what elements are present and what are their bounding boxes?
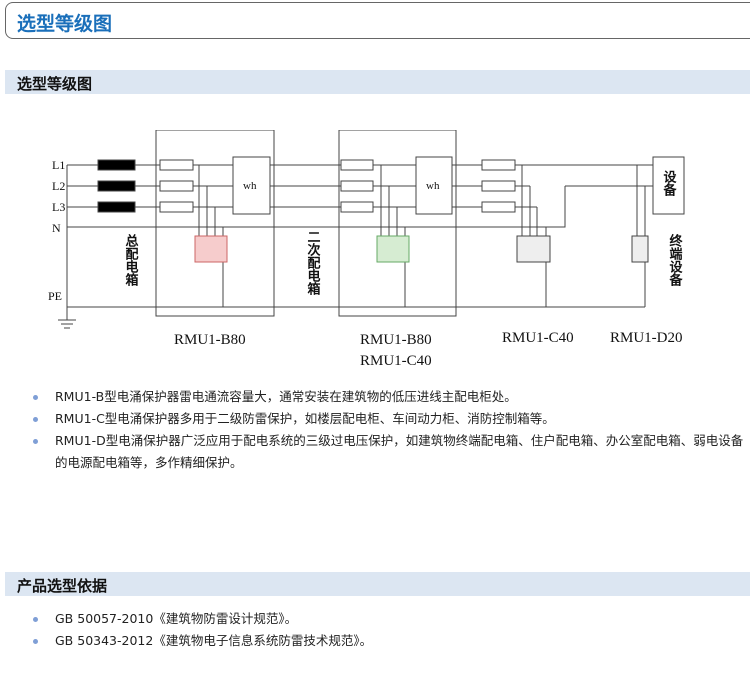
- line-label-n: N: [52, 221, 61, 235]
- page-title: 选型等级图: [17, 13, 113, 35]
- reference-text: GB 50343-2012《建筑物电子信息系统防雷技术规范》。: [55, 633, 373, 648]
- terminal-label: 终端设备: [668, 233, 684, 287]
- note-text: RMU1-B型电涌保护器雷电通流容量大，通常安装在建筑物的低压进线主配电柜处。: [55, 389, 517, 404]
- note-text: RMU1-D型电涌保护器广泛应用于配电系统的三级过电压保护，如建筑物终端配电箱、…: [55, 433, 744, 470]
- note-text: RMU1-C型电涌保护器多用于二级防雷保护，如楼层配电柜、车间动力柜、消防控制箱…: [55, 411, 555, 426]
- note-item: RMU1-B型电涌保护器雷电通流容量大，通常安装在建筑物的低压进线主配电柜处。: [33, 386, 745, 408]
- note-item: RMU1-C型电涌保护器多用于二级防雷保护，如楼层配电柜、车间动力柜、消防控制箱…: [33, 408, 745, 430]
- device-label: 设备: [662, 170, 678, 197]
- line-label-l2: L2: [52, 179, 65, 193]
- model-secondary-1: RMU1-B80: [360, 332, 432, 348]
- reference-text: GB 50057-2010《建筑物防雷设计规范》。: [55, 611, 298, 626]
- page-header: 选型等级图: [5, 2, 750, 39]
- section-header-selection: 选型等级图: [5, 70, 750, 94]
- section-header-basis: 产品选型依据: [5, 572, 750, 596]
- section-title: 产品选型依据: [17, 577, 108, 595]
- selection-diagram: L1 L2 L3 N PE wh wh 总配电箱 二次配电箱 终端设备 设备 R…: [48, 130, 685, 369]
- note-item: RMU1-D型电涌保护器广泛应用于配电系统的三级过电压保护，如建筑物终端配电箱、…: [33, 430, 745, 474]
- meter-label-2: wh: [426, 180, 440, 192]
- section-title: 选型等级图: [17, 75, 93, 93]
- reference-item: GB 50343-2012《建筑物电子信息系统防雷技术规范》。: [33, 630, 745, 652]
- line-label-l1: L1: [52, 158, 65, 172]
- secondary-box-label: 二次配电箱: [306, 230, 321, 296]
- model-terminal: RMU1-D20: [610, 330, 683, 346]
- model-third: RMU1-C40: [502, 330, 574, 346]
- model-secondary-2: RMU1-C40: [360, 353, 432, 369]
- line-label-pe: PE: [48, 289, 62, 303]
- model-main: RMU1-B80: [174, 332, 246, 348]
- main-box-label: 总配电箱: [124, 233, 139, 287]
- reference-item: GB 50057-2010《建筑物防雷设计规范》。: [33, 608, 745, 630]
- meter-label-1: wh: [243, 180, 257, 192]
- line-label-l3: L3: [52, 200, 65, 214]
